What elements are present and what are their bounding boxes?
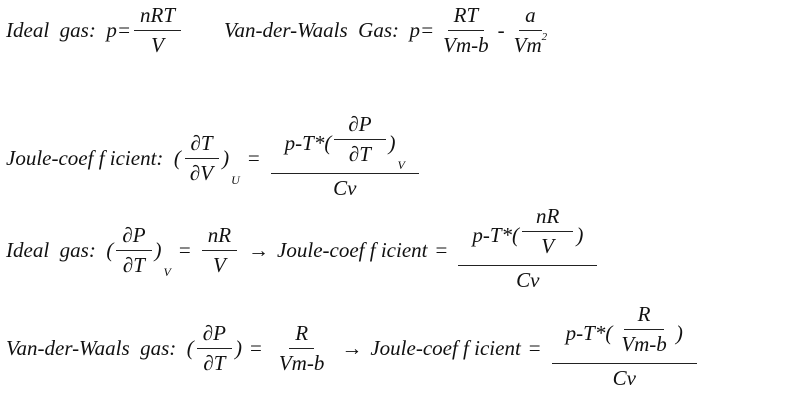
arrow: →: [248, 237, 270, 262]
numerator: R: [289, 321, 315, 349]
denominator: Cv: [612, 365, 636, 390]
label: Van-der-Waals gas: (: [6, 335, 194, 360]
denominator: Vm-b: [443, 32, 489, 57]
equals: =: [178, 237, 191, 262]
label: Joule-coef f icient: [370, 335, 521, 360]
numerator: RT: [447, 3, 485, 31]
numerator: ∂P: [116, 223, 152, 251]
numerator: nRT: [134, 3, 182, 31]
numerator: nR: [201, 223, 238, 251]
numerator: a: [519, 3, 542, 31]
fraction: ∂T∂V: [184, 131, 219, 186]
subscript: V: [163, 264, 171, 279]
denominator: Vm-b: [278, 350, 325, 375]
numerator: nR: [522, 204, 574, 232]
paren: ): [222, 145, 230, 170]
label: Ideal gas: p=: [6, 17, 131, 42]
numerator: ∂P: [196, 321, 233, 349]
paren: ): [154, 237, 162, 262]
equals: =: [528, 335, 541, 360]
equals: =: [435, 237, 448, 262]
numerator: p-T*(∂P∂T)V: [270, 112, 419, 174]
subscript: V: [397, 157, 405, 172]
fraction: ∂P∂T: [116, 223, 152, 278]
numerator: ∂T: [184, 131, 219, 159]
denominator: V: [151, 32, 164, 57]
denominator: V: [541, 233, 555, 258]
denominator: Cv: [333, 175, 357, 200]
equals: =: [250, 335, 262, 360]
equals: =: [247, 145, 260, 170]
label: Ideal gas: (: [6, 237, 114, 262]
exponent: 2: [541, 31, 548, 43]
numerator: R: [623, 302, 665, 330]
denominator: ∂T: [203, 350, 226, 375]
label: Joule-coef f icient: (: [6, 145, 181, 170]
numerator: ∂P: [334, 112, 386, 140]
fraction: ∂P∂T: [196, 321, 233, 376]
label: Van-der-Waals Gas: p=: [224, 17, 435, 42]
fraction: p-T*(∂P∂T)V Cv: [270, 112, 419, 201]
label: Joule-coef f icient: [277, 237, 428, 262]
minus: -: [497, 17, 505, 42]
paren: ): [235, 335, 243, 360]
denominator: ∂T: [122, 252, 145, 277]
denominator: ∂V: [189, 160, 214, 185]
denominator: Vm-b: [621, 331, 667, 356]
denominator: ∂T: [348, 141, 371, 166]
subscript: U: [231, 172, 240, 187]
arrow: →: [341, 335, 363, 360]
denominator: Cv: [516, 267, 540, 292]
denominator: V: [212, 252, 226, 277]
